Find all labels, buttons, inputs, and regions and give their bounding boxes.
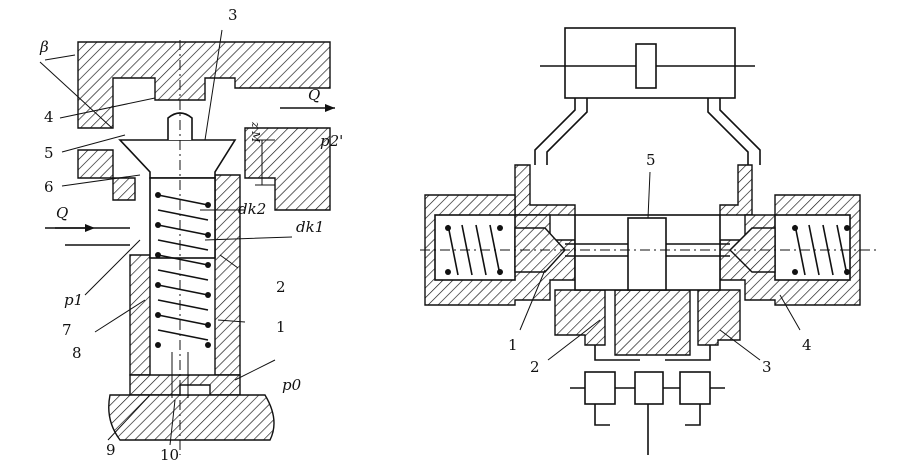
label-q-outlet: Q xyxy=(308,86,320,104)
right-valve-diagram: 5 1 2 3 4 xyxy=(420,27,880,455)
bottom-plate xyxy=(129,374,241,396)
right-spring-chamber xyxy=(774,214,851,281)
right-check-valve xyxy=(729,227,776,273)
body-right-wall xyxy=(214,174,241,376)
label-3: 3 xyxy=(228,6,238,24)
label-7: 7 xyxy=(62,321,72,339)
manifold-lower-right xyxy=(697,289,741,346)
poppet-valve xyxy=(118,139,237,179)
label-4: 4 xyxy=(44,108,54,126)
left-housing-block xyxy=(77,149,136,201)
label-beta: β xyxy=(39,38,49,56)
distributor-lines xyxy=(594,345,711,361)
spring xyxy=(155,192,211,348)
manifold-upper-left xyxy=(514,164,576,216)
label-r3: 3 xyxy=(762,358,772,376)
label-r1: 1 xyxy=(508,336,518,354)
label-zm: z M xyxy=(249,121,262,143)
label-r5: 5 xyxy=(646,151,656,169)
distributor-ports xyxy=(594,404,701,455)
body-left-wall xyxy=(129,254,151,376)
hose-left xyxy=(534,98,588,165)
label-dk1: dk1 xyxy=(296,218,324,236)
manifold-lower-mid xyxy=(614,289,691,356)
label-q-inlet: Q xyxy=(56,204,68,222)
label-r2: 2 xyxy=(530,358,540,376)
left-valve-diagram: β 3 4 5 6 Q Q z M p2' dk2 dk1 2 1 p1 7 8… xyxy=(39,6,343,464)
distributor-spool-3 xyxy=(679,371,711,405)
label-p0: p0 xyxy=(282,376,302,394)
label-5: 5 xyxy=(44,144,54,162)
plunger xyxy=(149,177,216,259)
label-p2: p2' xyxy=(320,132,343,150)
right-housing-block xyxy=(244,127,331,211)
manifold-upper-right xyxy=(719,164,753,216)
hose-right xyxy=(707,98,761,165)
distributor-spool-1 xyxy=(584,371,616,405)
label-6: 6 xyxy=(44,178,54,196)
distributor-spool-2 xyxy=(634,371,664,405)
label-dk2: dk2 xyxy=(238,200,266,218)
label-1: 1 xyxy=(276,318,286,336)
actuator-piston xyxy=(635,43,657,89)
label-10: 10 xyxy=(160,446,179,464)
label-p1: p1 xyxy=(64,291,83,309)
label-r4: 4 xyxy=(802,336,812,354)
upper-housing xyxy=(77,41,331,129)
shuttle-element-5 xyxy=(627,217,667,291)
bottom-flange xyxy=(108,394,275,441)
label-9: 9 xyxy=(106,441,116,459)
label-2: 2 xyxy=(276,278,286,296)
label-8: 8 xyxy=(72,344,82,362)
inlet-flow-arrow xyxy=(85,224,95,232)
drain-channel xyxy=(171,352,189,398)
manifold-lower-left xyxy=(554,289,606,346)
